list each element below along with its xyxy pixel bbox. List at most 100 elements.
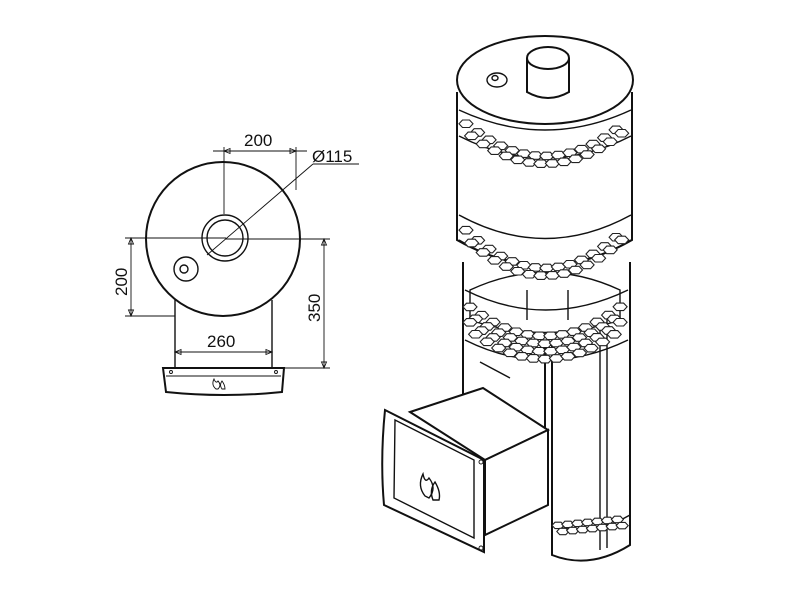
brand-mark: [479, 361, 511, 379]
hexagon-cell: [605, 522, 620, 531]
hexagon-pattern: [458, 119, 630, 536]
hexagon-cell: [462, 302, 478, 312]
hexagon-cell: [516, 149, 532, 158]
hexagon-cell: [475, 139, 491, 149]
hexagon-cell: [458, 119, 474, 129]
hexagon-cell: [521, 269, 538, 279]
hexagon-cell: [590, 144, 607, 154]
dim-top-arrow-right: [289, 147, 298, 155]
hexagon-cell: [527, 263, 544, 272]
hexagon-cell: [510, 266, 526, 276]
hexagon-cell: [543, 331, 559, 341]
hexagon-cell: [533, 159, 549, 168]
hexagon-cell: [612, 317, 628, 327]
tap-outer-circle: [173, 256, 199, 282]
hexagon-cell: [613, 128, 630, 138]
hexagon-cell: [560, 352, 576, 361]
hexagon-cell: [579, 150, 595, 159]
dim-top-arrow-left: [222, 147, 231, 155]
inner-pipe: [526, 290, 569, 320]
hexagon-cell: [543, 346, 559, 356]
hex-band-lower-top: [464, 289, 629, 311]
hexagon-cell: [567, 154, 584, 164]
hexagon-cell: [479, 337, 495, 347]
hexagon-cell: [556, 157, 572, 167]
hexagon-cell: [533, 271, 549, 280]
dim-top-width-label: 200: [244, 131, 272, 150]
hexagon-cell: [556, 527, 570, 536]
dim-base-arrow-left: [173, 348, 182, 356]
dim-side-arrow-top: [127, 236, 135, 245]
hexagon-cell: [498, 151, 515, 161]
hexagon-cell: [520, 330, 536, 339]
flame-icon: [212, 377, 226, 390]
hexagon-cell: [595, 523, 610, 532]
hexagon-cell: [520, 345, 536, 355]
hexagon-cell: [525, 354, 542, 363]
hexagon-cell: [514, 352, 530, 361]
hexagon-cell: [556, 269, 572, 278]
firebox-door-inner: [393, 418, 475, 540]
dim-height-arrow-top: [320, 237, 328, 246]
dim-total-height-label: 350: [305, 294, 324, 322]
door-bolt-left: [169, 370, 173, 374]
hexagon-cell: [544, 159, 561, 168]
hexagon-cell: [463, 238, 480, 248]
dim-side-arrow-bottom: [127, 309, 135, 318]
dim-diameter-label: Ø115: [312, 147, 352, 166]
hexagon-cell: [527, 151, 544, 160]
door-bolt-2: [478, 545, 484, 551]
hex-band-upper-top: [458, 109, 632, 131]
door-plate: [161, 367, 286, 396]
top-tap-inner: [491, 74, 499, 82]
dim-diameter-leader: [206, 163, 314, 256]
hexagon-cell: [579, 260, 595, 270]
hexagon-cell: [498, 262, 515, 271]
door-bolt-1: [478, 459, 484, 465]
hexagon-cell: [544, 271, 561, 280]
hexagon-cell: [458, 225, 474, 235]
hexagon-cell: [594, 337, 611, 347]
hexagon-cell: [606, 330, 622, 339]
hexagon-cell: [548, 354, 565, 363]
top-tap-outer: [486, 72, 508, 88]
hexagon-cell: [585, 524, 600, 533]
hexagon-cell: [565, 526, 580, 535]
firebox-door: [381, 408, 485, 554]
hex-band-middle-top: [458, 214, 632, 240]
hexagon-cell: [610, 515, 625, 524]
hexagon-cell: [486, 146, 503, 155]
door-bolt-right: [274, 370, 278, 374]
hexagon-cell: [571, 348, 588, 358]
hexagon-cell: [510, 155, 526, 165]
hexagon-cell: [613, 235, 630, 245]
hexagon-cell: [521, 158, 538, 167]
flame-icon: [419, 471, 441, 501]
hexagon-cell: [490, 343, 507, 353]
hexagon-cell: [567, 265, 584, 275]
dim-height-arrow-bottom: [320, 361, 328, 370]
hexagon-cell: [467, 329, 484, 339]
hexagon-cell: [602, 137, 618, 147]
stove-isometric: [381, 35, 634, 562]
chimney-top: [526, 46, 570, 70]
hexagon-cell: [462, 318, 478, 327]
hexagon-cell: [502, 348, 519, 358]
hexagon-cell: [575, 525, 590, 534]
hexagon-cell: [486, 256, 503, 265]
dim-base-width-label: 260: [207, 332, 235, 351]
hexagon-cell: [612, 302, 628, 312]
hexagon-cell: [602, 245, 618, 255]
top-view: 200 Ø115 200 260 350: [112, 131, 359, 396]
hexagon-cell: [514, 336, 530, 346]
tap-inner-circle: [179, 264, 189, 274]
hexagon-cell: [525, 338, 542, 348]
hexagon-cell: [583, 343, 599, 353]
dim-base-arrow-right: [265, 348, 274, 356]
hexagon-cell: [615, 521, 629, 530]
hexagon-cell: [475, 248, 491, 257]
hexagon-cell: [463, 131, 480, 141]
dim-side-depth-label: 200: [112, 268, 131, 296]
